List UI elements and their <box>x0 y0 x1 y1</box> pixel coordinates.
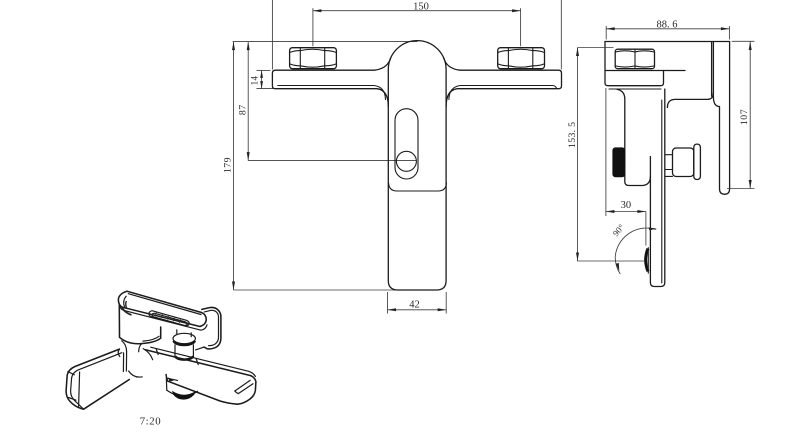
svg-text:153. 5: 153. 5 <box>567 122 578 148</box>
svg-text:90°: 90° <box>611 222 627 238</box>
svg-text:14: 14 <box>250 76 260 86</box>
svg-text:179: 179 <box>222 157 233 173</box>
svg-text:7:20: 7:20 <box>140 416 162 428</box>
svg-text:30: 30 <box>621 200 632 211</box>
svg-text:88. 6: 88. 6 <box>657 19 678 30</box>
svg-text:87: 87 <box>237 104 248 115</box>
svg-text:150: 150 <box>413 1 429 12</box>
svg-text:107: 107 <box>739 109 750 125</box>
svg-text:42: 42 <box>409 300 420 311</box>
